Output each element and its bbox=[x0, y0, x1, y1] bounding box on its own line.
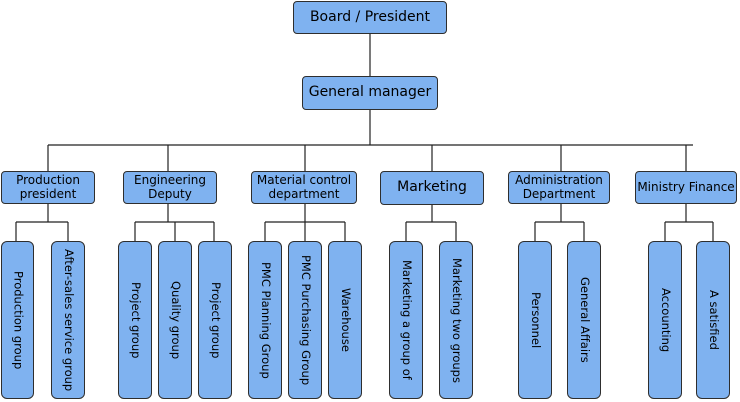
node-dept-administration: Administration Department bbox=[508, 171, 610, 204]
node-label: Project group bbox=[128, 281, 143, 359]
node-label: Material control department bbox=[256, 173, 352, 201]
node-label: General manager bbox=[308, 84, 432, 101]
node-label: Marketing bbox=[397, 179, 467, 196]
node-label: Marketing two groups bbox=[449, 257, 464, 383]
node-label: After-sales service group bbox=[61, 248, 76, 392]
node-label: General Affairs bbox=[577, 277, 592, 363]
node-label: A satisfied bbox=[706, 290, 721, 350]
node-label: Engineering Deputy bbox=[134, 173, 206, 201]
node-leaf: Production group bbox=[1, 241, 34, 399]
node-dept-material-control: Material control department bbox=[251, 171, 357, 204]
node-leaf: A satisfied bbox=[696, 241, 730, 399]
node-label: Project group bbox=[208, 281, 223, 359]
node-label: Production group bbox=[11, 270, 26, 370]
node-dept-engineering: Engineering Deputy bbox=[123, 171, 217, 204]
node-label: Warehouse bbox=[338, 288, 353, 352]
node-label: PMC Planning Group bbox=[258, 261, 273, 379]
node-dept-marketing: Marketing bbox=[380, 171, 484, 205]
node-leaf: After-sales service group bbox=[51, 241, 85, 399]
node-leaf: PMC Purchasing Group bbox=[288, 241, 322, 399]
node-leaf: Project group bbox=[198, 241, 232, 399]
node-label: Administration Department bbox=[515, 173, 603, 201]
node-label: Quality group bbox=[168, 280, 183, 360]
node-dept-production: Production president bbox=[1, 171, 95, 204]
node-leaf: Marketing two groups bbox=[439, 241, 473, 399]
node-label: Marketing a group of bbox=[399, 260, 414, 380]
node-label: Production president bbox=[16, 173, 80, 201]
node-label: Ministry Finance bbox=[637, 179, 735, 194]
node-label: Personnel bbox=[528, 291, 543, 349]
node-leaf: Accounting bbox=[648, 241, 682, 399]
node-leaf: Personnel bbox=[518, 241, 552, 399]
node-leaf: Warehouse bbox=[328, 241, 362, 399]
node-leaf: PMC Planning Group bbox=[248, 241, 282, 399]
node-leaf: Quality group bbox=[158, 241, 192, 399]
node-label: Accounting bbox=[658, 287, 673, 353]
node-manager: General manager bbox=[302, 76, 438, 110]
node-leaf: General Affairs bbox=[567, 241, 601, 399]
node-label: PMC Purchasing Group bbox=[298, 254, 313, 386]
node-leaf: Project group bbox=[118, 241, 152, 399]
node-root: Board / President bbox=[293, 1, 447, 34]
node-label: Board / President bbox=[309, 8, 431, 25]
node-leaf: Marketing a group of bbox=[389, 241, 423, 399]
node-dept-finance: Ministry Finance bbox=[635, 171, 737, 204]
